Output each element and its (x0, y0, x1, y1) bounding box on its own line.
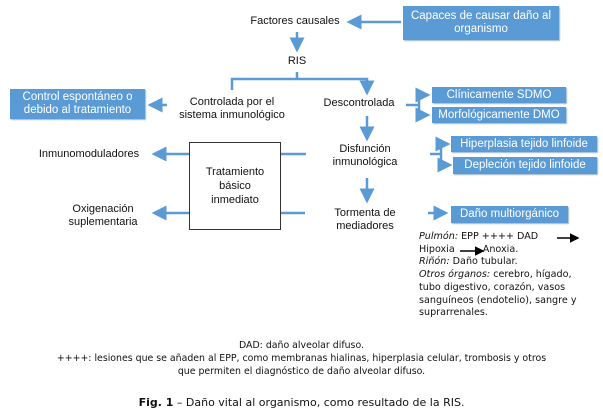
node-ris: RIS (287, 55, 307, 67)
line: Tratamiento (205, 166, 265, 178)
caption-text: – Daño vital al organismo, como resultad… (173, 396, 465, 409)
box-hiperplasia: Hiperplasia tejido linfoide (451, 136, 597, 152)
line: debido al tratamiento (23, 104, 132, 116)
node-controlada: Controlada por el sistema inmunológico (162, 96, 302, 122)
line: inmunológica (332, 156, 398, 168)
box-deplecion: Depleción tejido linfoide (453, 157, 597, 174)
label: Otros órganos: (419, 269, 491, 281)
text: Daño tubular. (452, 256, 518, 268)
label: Pulmón: (419, 231, 459, 242)
box-dano-multiorganico: Daño multiorgánico (451, 206, 568, 223)
box-capaces: Capaces de causar daño al organismo (403, 6, 559, 40)
text: cerebro, hígado, (493, 269, 572, 281)
footnote-plus: ++++: lesiones que se añaden al EPP, com… (56, 353, 547, 364)
line: suplementaria (68, 216, 138, 228)
rinon-line: Riñón: Daño tubular. (419, 256, 577, 269)
line: Oxigenación (72, 203, 134, 215)
box-clinicamente: Clínicamente SDMO (432, 87, 566, 103)
otros-line: sanguíneos (endotelio), sangre y (419, 294, 577, 306)
node-factores-causales: Factores causales (250, 15, 340, 27)
otros-line: suprarrenales. (419, 307, 488, 319)
line: Controlada por el (189, 96, 275, 108)
line: básico (219, 180, 251, 192)
line: inmediato (211, 194, 259, 206)
otros-line: tubo digestivo, corazón, vasos (419, 281, 566, 293)
caption-label: Fig. 1 (138, 396, 174, 409)
arrow-deplecion (437, 154, 453, 173)
otros-line: Otros órganos: cerebro, hígado, (419, 269, 577, 282)
text: Anoxia. (482, 243, 519, 255)
arrow-morfologicamente (415, 105, 431, 123)
arrow-clinicamente (415, 87, 431, 105)
line: Disfunción (339, 143, 391, 155)
arrow-hiperplasia (435, 136, 451, 154)
box-control-espontaneo: Control espontáneo o debido al tratamien… (10, 89, 145, 119)
line: mediadores (336, 220, 394, 232)
figure-caption: Fig. 1 – Daño vital al organismo, como r… (0, 396, 603, 409)
hipoxia-line: Hipoxia Anoxia. (419, 244, 577, 257)
label: Riñón: (419, 256, 450, 268)
branch-ris (230, 77, 375, 96)
line: sistema inmunológico (179, 109, 285, 121)
footnote-plus-cont: que permiten el diagnóstico de daño alve… (177, 366, 426, 377)
line: Control espontáneo o (22, 91, 133, 103)
node-descontrolada: Descontrolada (323, 97, 395, 109)
node-oxigenacion: Oxigenación suplementaria (53, 203, 153, 229)
footnote-dad: DAD: daño alveolar difuso. (239, 340, 364, 351)
text: EPP ++++ DAD (461, 231, 539, 242)
line: Tormenta de (334, 207, 396, 219)
node-inmunomoduladores: Inmunomoduladores (38, 148, 140, 160)
node-tormenta: Tormenta de mediadores (315, 207, 415, 233)
node-disfuncion: Disfunción inmunológica (315, 143, 415, 169)
organ-notes: Pulmón: EPP ++++ DAD Hipoxia Anoxia. Riñó… (419, 231, 577, 320)
pulmon-line: Pulmón: EPP ++++ DAD (419, 231, 577, 244)
box-tratamiento: Tratamiento básico inmediato (189, 142, 281, 230)
text: Hipoxia (419, 243, 455, 255)
box-morfologicamente: Morfológicamente DMO (432, 107, 566, 123)
